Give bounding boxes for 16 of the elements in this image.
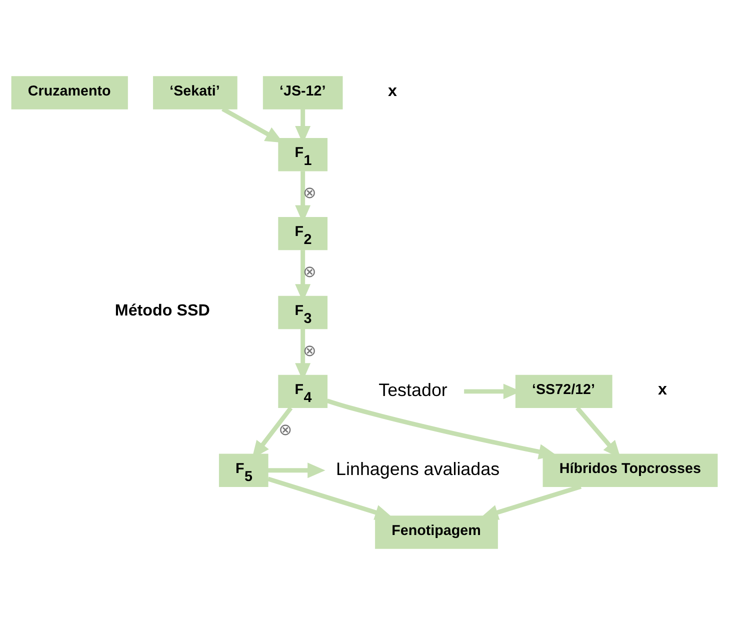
label: Método SSD [114, 302, 210, 320]
label: x [388, 82, 398, 100]
arrow [268, 462, 326, 478]
node-box: Híbridos Topcrosses [542, 454, 718, 487]
arrow [326, 398, 557, 460]
node-box: ‘Sekati’ [153, 76, 238, 110]
node-box: Cruzamento [11, 76, 128, 110]
node-text: Linhagens avaliadas [336, 458, 500, 479]
node-box: Fenotipagem [375, 516, 498, 549]
node-text: Testador [378, 380, 448, 400]
label: x [658, 380, 668, 398]
arrow [480, 484, 582, 520]
arrow [267, 476, 393, 520]
node-box: ‘SS72/12’ [515, 374, 612, 408]
node-box: ‘JS-12’ [262, 76, 343, 110]
edge-label: ⊗ [278, 420, 292, 439]
